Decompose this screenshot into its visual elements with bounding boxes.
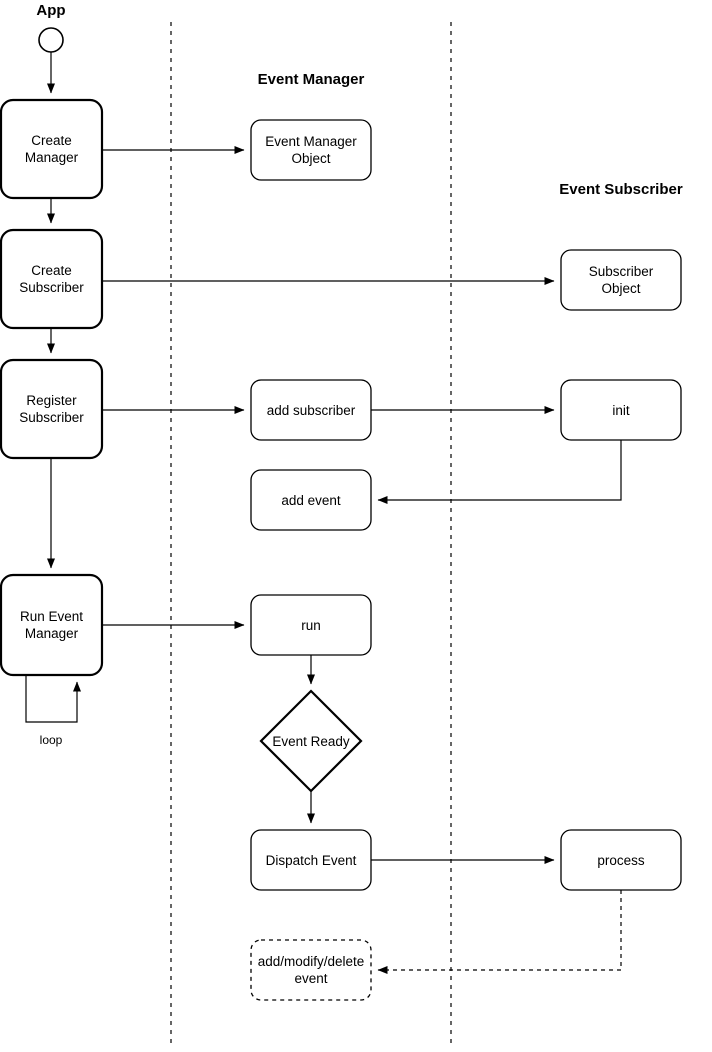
edge-run-event-manager-loop (25, 675, 81, 723)
node-add-modify-delete-event (250, 939, 372, 1001)
node-create-subscriber (0, 228, 104, 330)
edge-init-to-add-event (377, 440, 622, 504)
node-run (250, 594, 372, 656)
start-node-circle (38, 27, 64, 53)
node-create-manager (0, 98, 104, 200)
node-add-event (250, 469, 372, 531)
node-init (560, 379, 682, 441)
node-add-subscriber (250, 379, 372, 441)
node-register-subscriber (0, 358, 104, 460)
node-run-event-manager (0, 573, 104, 677)
node-subscriber-object (560, 249, 682, 311)
edge-process-to-add-modify-delete-event (377, 890, 622, 974)
lane-title-event-subscriber: Event Subscriber (559, 181, 683, 198)
lane-title-event-manager: Event Manager (257, 71, 365, 88)
lane-title-app: App (36, 2, 66, 19)
label-loop: loop (39, 733, 63, 747)
node-process (560, 829, 682, 891)
node-event-ready-decision (259, 689, 363, 793)
node-event-manager-object (250, 119, 372, 181)
node-dispatch-event (250, 829, 372, 891)
